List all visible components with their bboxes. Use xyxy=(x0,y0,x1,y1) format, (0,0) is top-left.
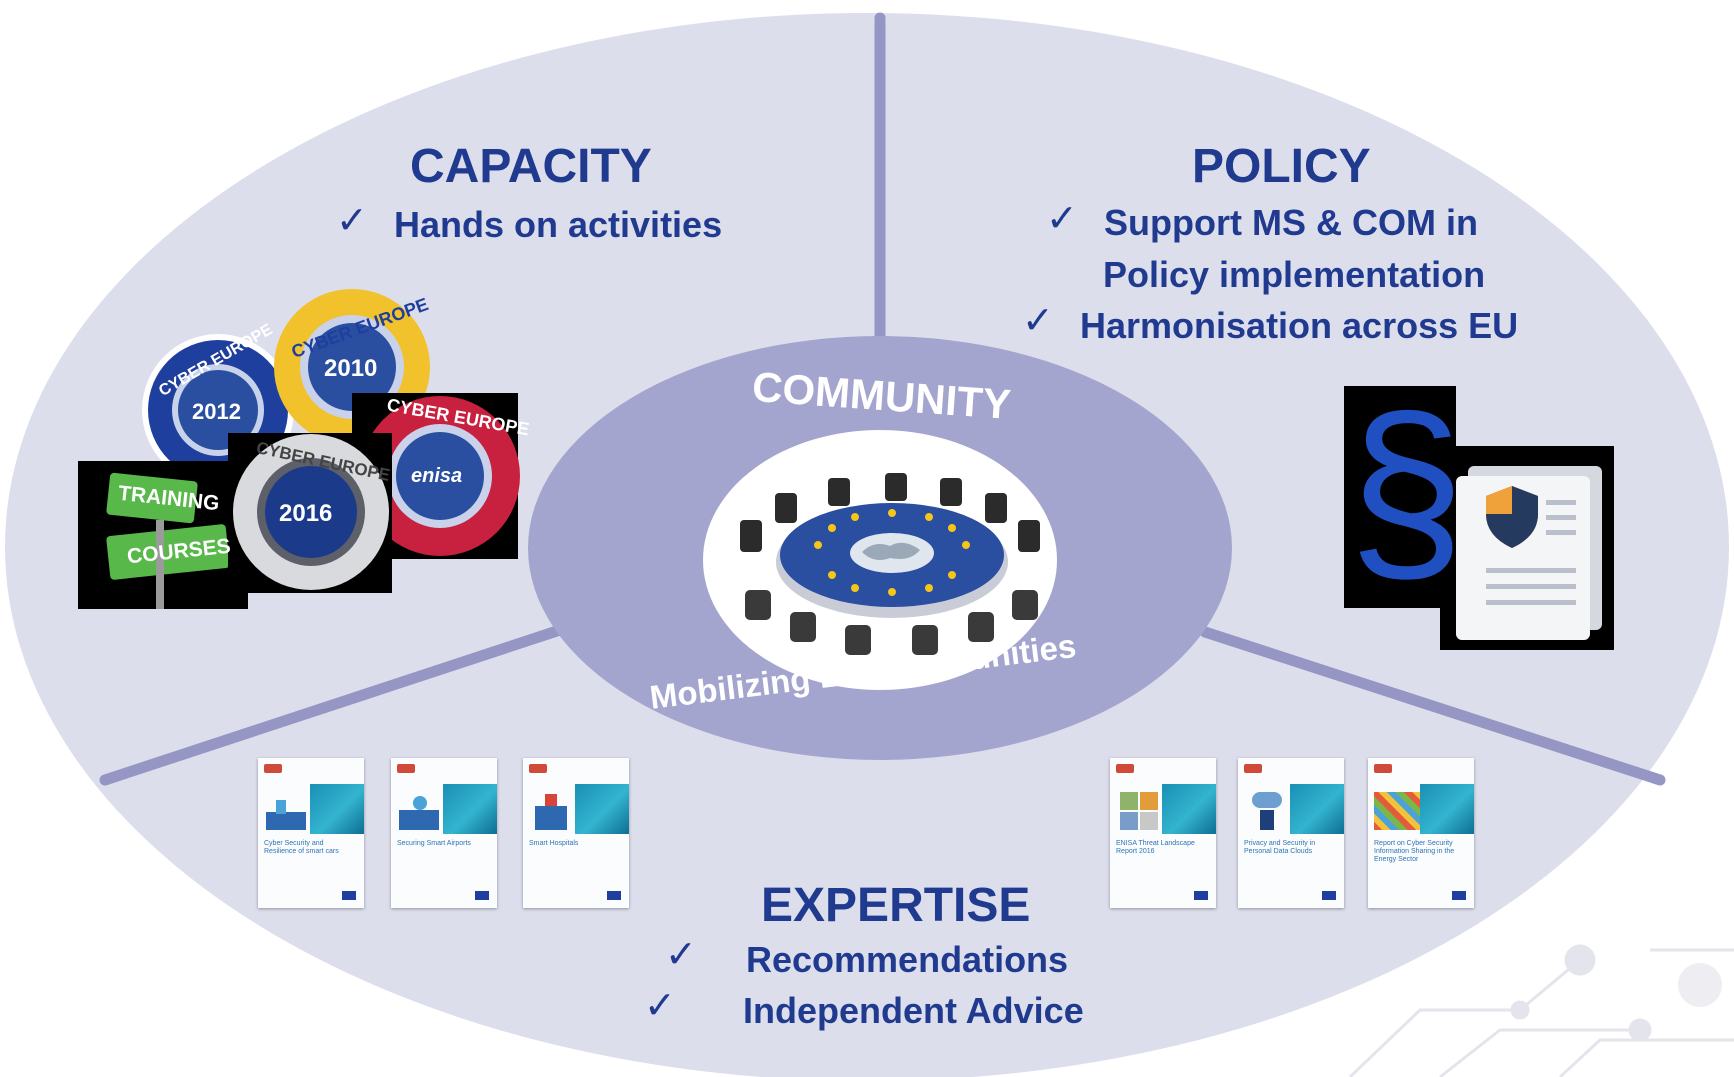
policy-item-3: Harmonisation across EU xyxy=(1080,305,1519,346)
badge-2016 xyxy=(228,433,392,593)
report-thumbnail: Cyber Security and Resilience of smart c… xyxy=(258,758,364,908)
report-title: Securing Smart Airports xyxy=(397,840,471,847)
report-title: Report on Cyber Security Information Sha… xyxy=(1374,840,1455,863)
section-dividers xyxy=(99,12,1666,786)
report-thumbnail: Smart Hospitals xyxy=(523,758,629,908)
report-thumbnail: Report on Cyber Security Information Sha… xyxy=(1368,758,1474,908)
badge-2012-year: 2012 xyxy=(192,399,241,424)
report-title: Smart Hospitals xyxy=(529,840,579,847)
expertise-heading: EXPERTISE xyxy=(761,879,1031,932)
policy-heading: POLICY xyxy=(1192,140,1371,193)
expertise-item-2: Independent Advice xyxy=(743,990,1084,1031)
report-title: ENISA Threat Landscape Report 2016 xyxy=(1116,840,1195,855)
badge-enisa-center: enisa xyxy=(411,465,463,487)
report-thumbnail: ENISA Threat Landscape Report 2016 xyxy=(1110,758,1216,908)
capacity-item-1: Hands on activities xyxy=(394,204,723,245)
capacity-check-icon-1: ✓ xyxy=(336,200,368,242)
policy-icon xyxy=(1344,386,1614,650)
badge-2010-year: 2010 xyxy=(324,355,378,382)
capacity-heading: CAPACITY xyxy=(410,140,652,193)
report-thumbnail: Privacy and Security in Personal Data Cl… xyxy=(1238,758,1344,908)
conference-table-icon xyxy=(740,473,1040,655)
badge-2016-year: 2016 xyxy=(279,500,333,527)
report-title: Privacy and Security in Personal Data Cl… xyxy=(1244,840,1316,855)
paragraph-symbol: § xyxy=(1348,372,1465,607)
policy-item-2: Policy implementation xyxy=(1103,254,1486,295)
expertise-check-icon-2: ✓ xyxy=(644,985,676,1027)
circuit-decoration xyxy=(1348,944,1734,1077)
policy-item-1: Support MS & COM in xyxy=(1104,202,1478,243)
training-sign xyxy=(78,461,248,609)
expertise-check-icon-1: ✓ xyxy=(665,934,697,976)
report-thumbnail: Securing Smart Airports xyxy=(391,758,497,908)
policy-check-icon-2: ✓ xyxy=(1022,300,1054,342)
policy-check-icon-1: ✓ xyxy=(1046,198,1078,240)
expertise-item-1: Recommendations xyxy=(746,939,1069,980)
report-title: Cyber Security and Resilience of smart c… xyxy=(264,840,339,855)
